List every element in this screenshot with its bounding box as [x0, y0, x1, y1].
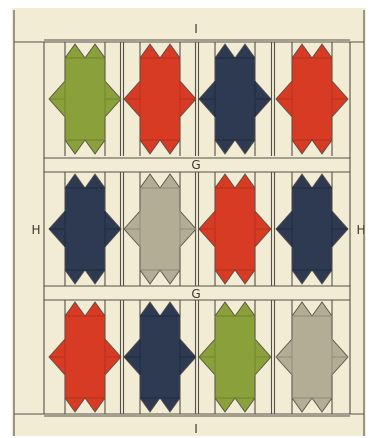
bottom-border-label: I	[194, 422, 198, 436]
lower-sashing-label: G	[191, 287, 200, 301]
top-border-label: I	[194, 22, 198, 36]
upper-sashing-label: G	[191, 158, 200, 172]
left-border-label: H	[31, 223, 40, 237]
right-border-label: H	[356, 223, 365, 237]
